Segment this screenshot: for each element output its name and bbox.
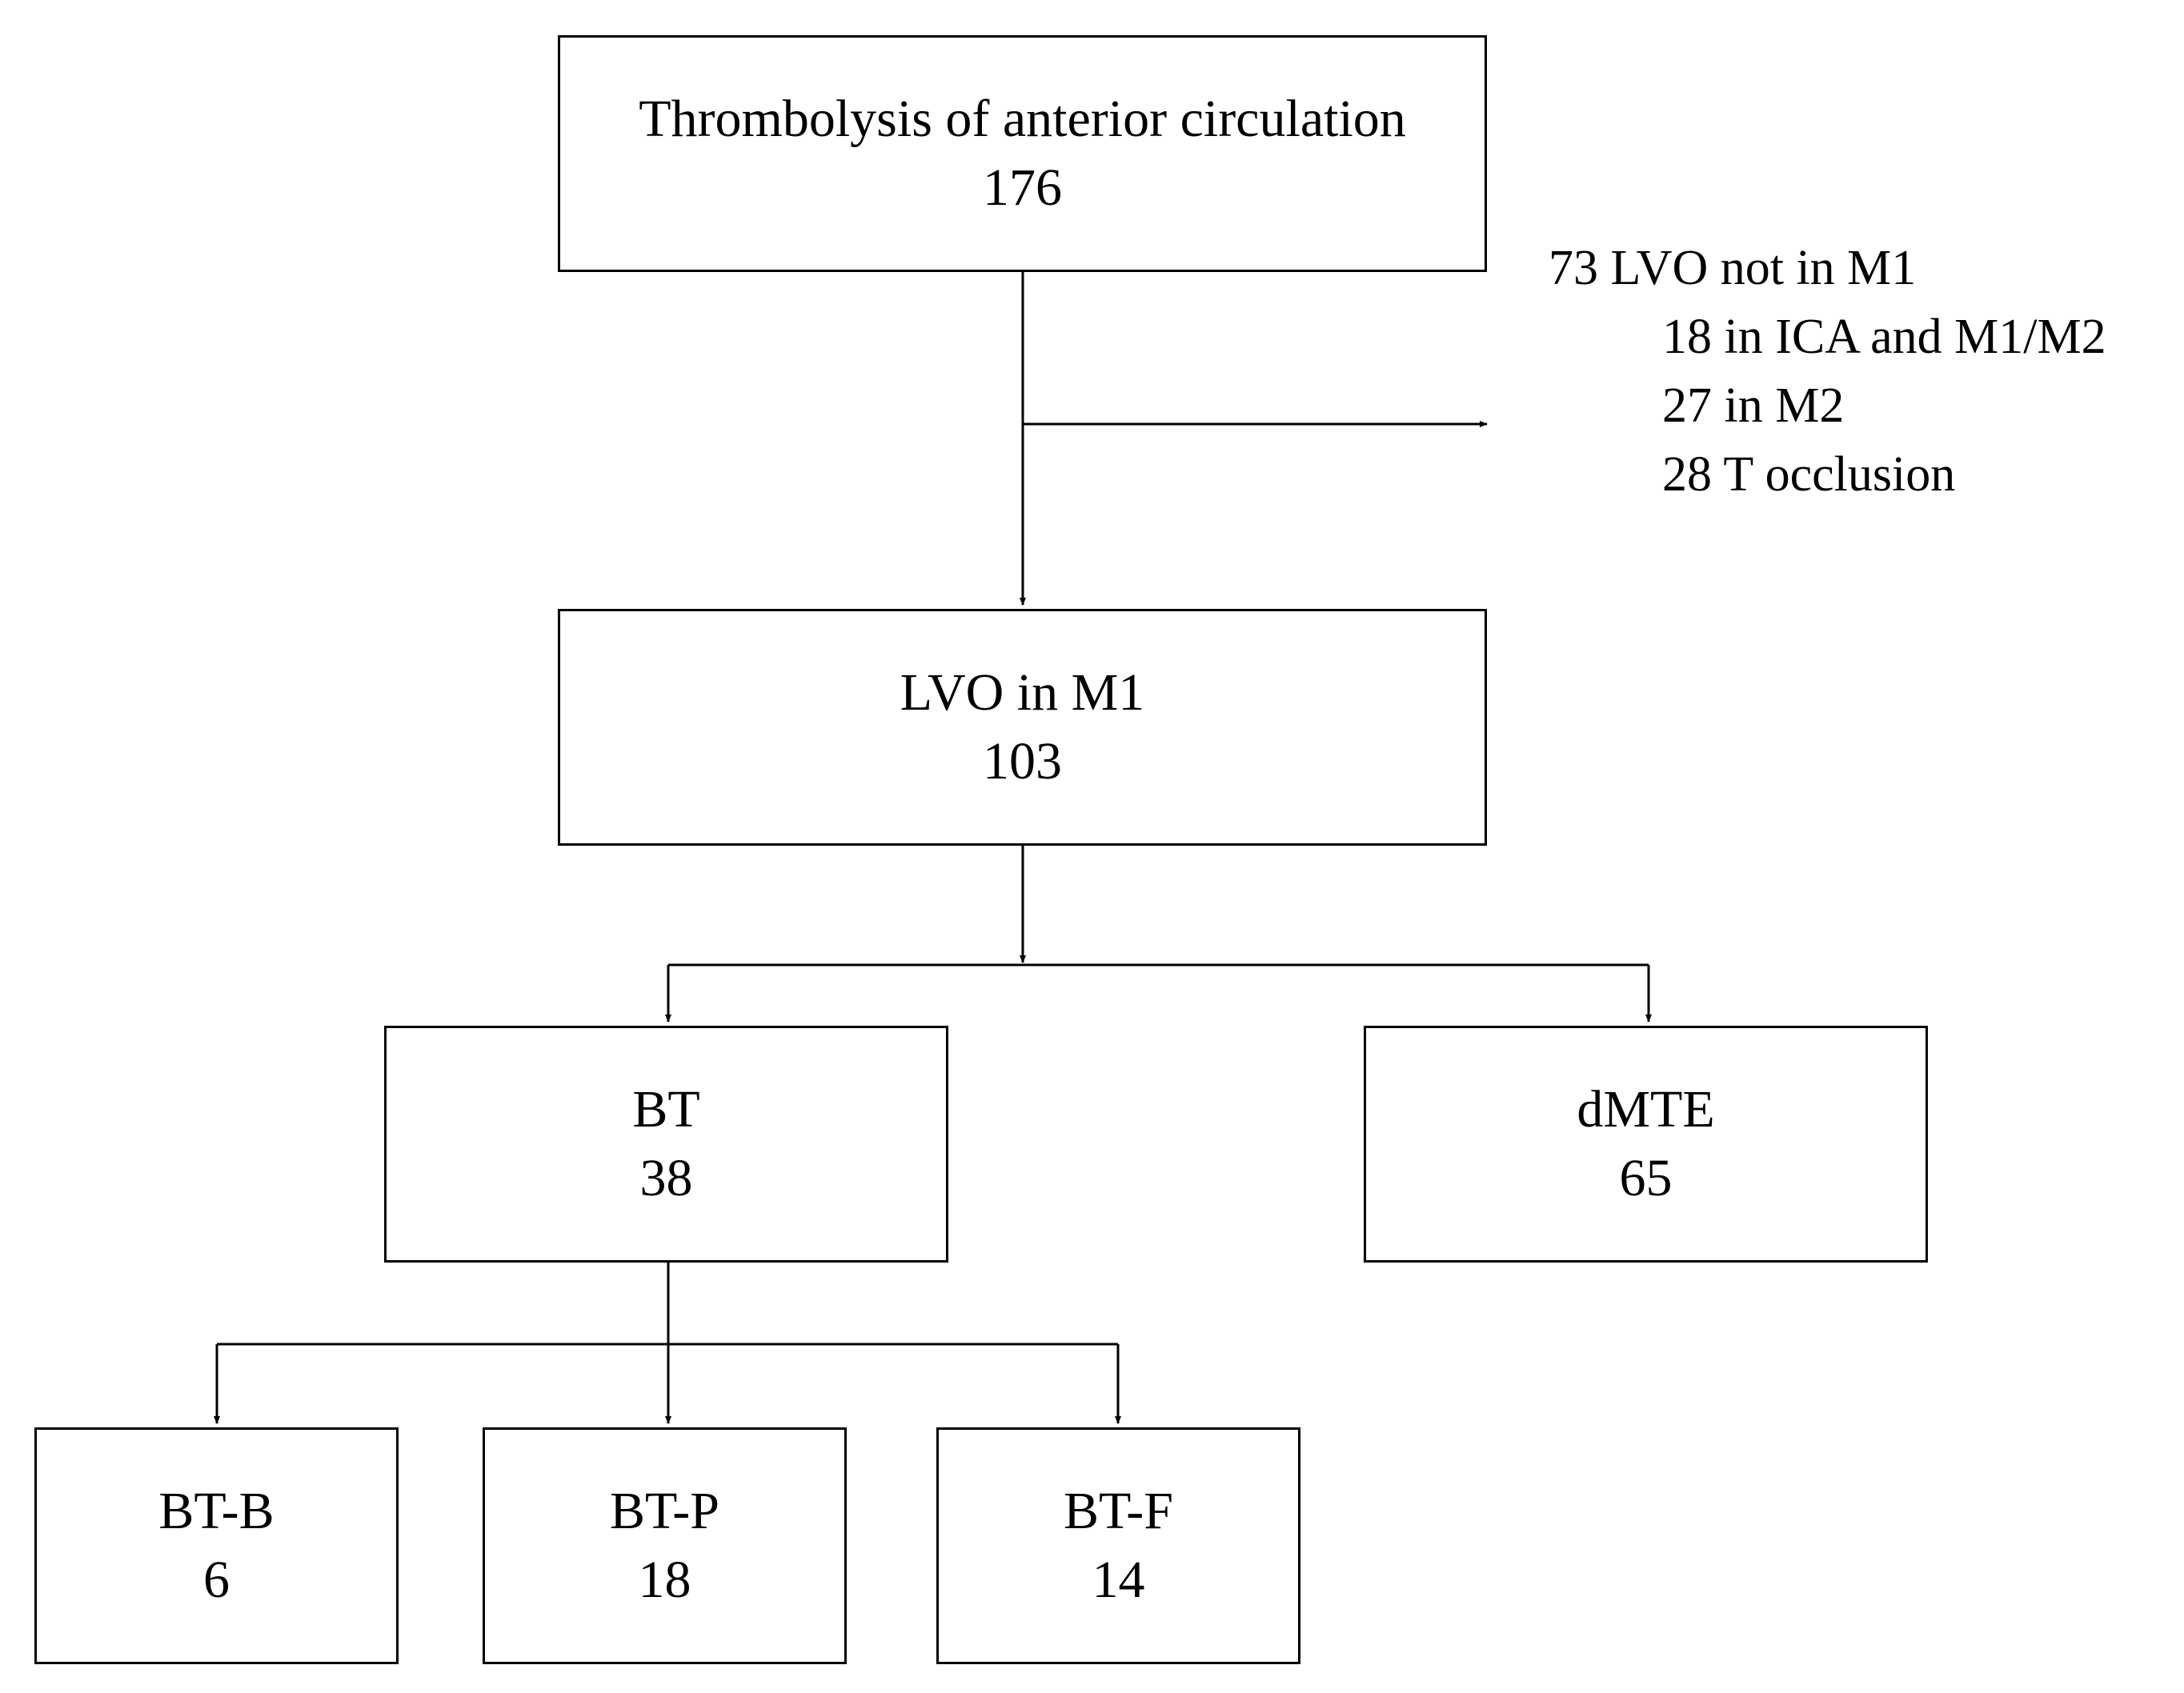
box-bt-label: BT	[632, 1080, 700, 1139]
exclusion-item: 28 T occlusion	[1662, 447, 1956, 502]
exclusion-item: 27 in M2	[1662, 378, 1845, 433]
box-bt-p-label: BT-P	[610, 1482, 719, 1540]
box-bt: BT 38	[384, 1026, 948, 1263]
box-dmte: dMTE 65	[1364, 1026, 1928, 1263]
box-bt-count: 38	[639, 1149, 693, 1207]
box-thrombolysis: Thrombolysis of anterior circulation 176	[558, 35, 1487, 272]
box-bt-f-label: BT-F	[1064, 1482, 1173, 1540]
exclusion-item: 18 in ICA and M1/M2	[1662, 310, 2106, 364]
box-bt-b: BT-B 6	[34, 1427, 399, 1664]
box-bt-b-count: 6	[203, 1551, 230, 1609]
box-bt-p-count: 18	[638, 1551, 691, 1609]
exclusion-note: 73 LVO not in M1 18 in ICA and M1/M2 27 …	[1549, 234, 2106, 509]
box-bt-f: BT-F 14	[936, 1427, 1300, 1664]
box-thrombolysis-label: Thrombolysis of anterior circulation	[639, 90, 1406, 148]
box-lvo-in-m1: LVO in M1 103	[558, 609, 1487, 846]
box-dmte-count: 65	[1619, 1149, 1673, 1207]
exclusion-title: 73 LVO not in M1	[1549, 241, 1917, 295]
box-lvo-count: 103	[983, 732, 1062, 790]
box-thrombolysis-count: 176	[983, 158, 1062, 217]
box-bt-p: BT-P 18	[483, 1427, 847, 1664]
box-bt-f-count: 14	[1092, 1551, 1145, 1609]
box-bt-b-label: BT-B	[158, 1482, 275, 1540]
box-lvo-label: LVO in M1	[900, 663, 1145, 722]
box-dmte-label: dMTE	[1577, 1080, 1715, 1139]
